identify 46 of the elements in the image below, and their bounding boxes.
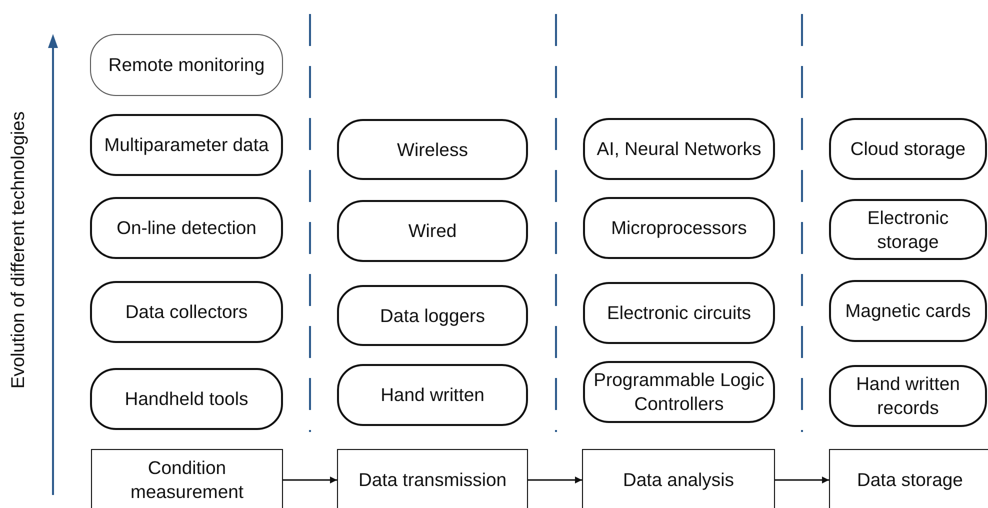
stage-box bbox=[91, 449, 283, 508]
node-label: Data collectors bbox=[125, 300, 248, 324]
technology-pill bbox=[829, 199, 987, 260]
axis-label: Evolution of different technologies bbox=[7, 111, 29, 389]
node-label: Remote monitoring bbox=[108, 53, 265, 77]
node-label: On-line detection bbox=[116, 216, 256, 240]
node-label: Multiparameter data bbox=[104, 133, 269, 157]
node-label: Hand written bbox=[380, 383, 484, 407]
technology-pill bbox=[829, 280, 987, 342]
technology-pill bbox=[583, 361, 775, 423]
technology-pill bbox=[337, 200, 528, 262]
node-label: Data transmission bbox=[358, 468, 507, 492]
technology-pill bbox=[829, 118, 987, 180]
technology-pill bbox=[337, 119, 528, 180]
node-label: AI, Neural Networks bbox=[596, 137, 762, 161]
arrow bbox=[775, 476, 829, 484]
technology-pill bbox=[90, 114, 283, 176]
node-label: Handheld tools bbox=[124, 387, 248, 411]
technology-pill bbox=[90, 281, 283, 343]
arrow bbox=[283, 476, 337, 484]
technology-pill bbox=[337, 285, 528, 346]
node-label: Data storage bbox=[857, 468, 963, 492]
node-label: Data analysis bbox=[622, 468, 734, 492]
node-label: Microprocessors bbox=[611, 216, 747, 240]
technology-pill bbox=[583, 118, 775, 180]
stage-box bbox=[337, 449, 528, 508]
technology-pill bbox=[583, 282, 775, 344]
node-label: Cloud storage bbox=[850, 137, 966, 161]
node-label: Electronic circuits bbox=[607, 301, 751, 325]
node-label: Data loggers bbox=[380, 304, 485, 328]
technology-pill bbox=[90, 197, 283, 259]
arrow bbox=[528, 476, 582, 484]
technology-pill bbox=[90, 368, 283, 430]
node-label: Wired bbox=[408, 219, 457, 243]
stage-box bbox=[829, 449, 988, 508]
technology-pill bbox=[583, 197, 775, 259]
node-label: Condition measurement bbox=[129, 456, 245, 504]
stage-box bbox=[582, 449, 775, 508]
node-label: Electronic storage bbox=[866, 206, 950, 254]
technology-pill bbox=[829, 365, 987, 427]
node-label: Magnetic cards bbox=[845, 299, 971, 323]
node-label: Wireless bbox=[397, 138, 468, 162]
node-label: Hand written records bbox=[855, 372, 961, 420]
node-label: Programmable Logic Controllers bbox=[592, 368, 766, 416]
technology-pill bbox=[337, 364, 528, 426]
technology-pill bbox=[90, 34, 283, 96]
